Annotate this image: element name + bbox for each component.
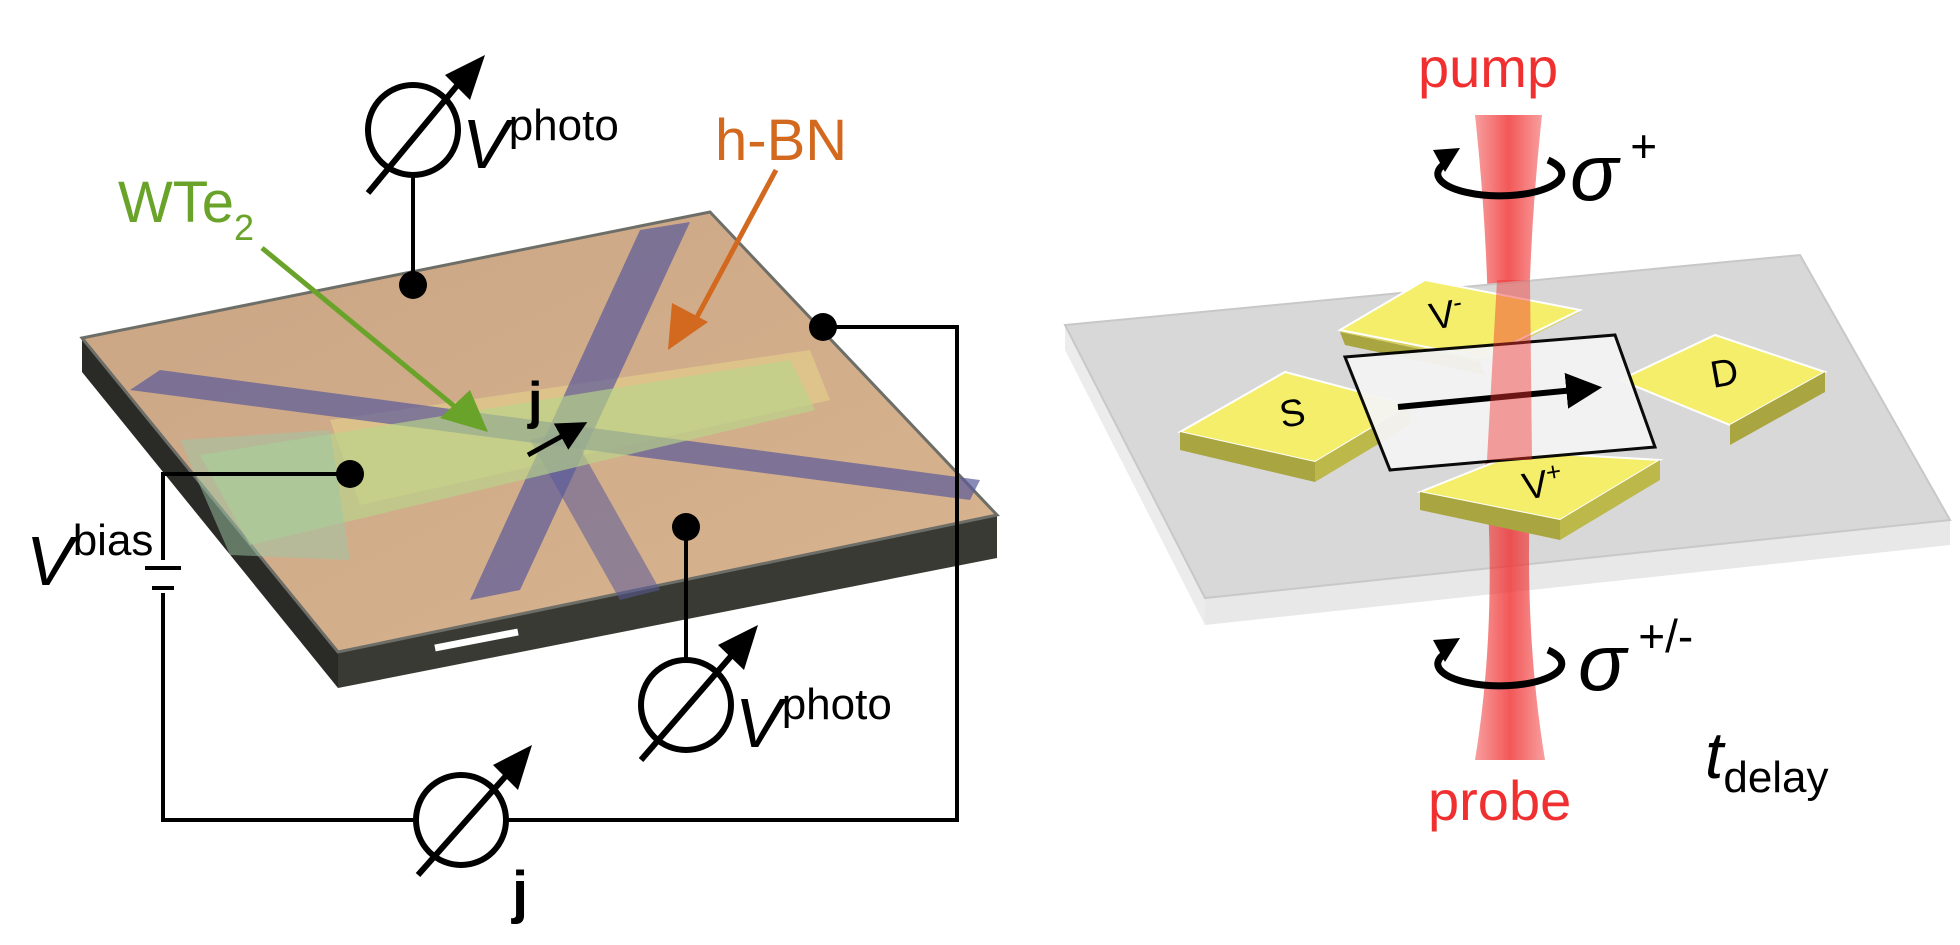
hbn-pointer-arrow [687,168,779,332]
electrode-3 [530,430,660,600]
device-schematic: WTe2 h-BN j Vphoto Vphoto Vbias j [26,55,1000,925]
photo-voltage-bottom-label: Vphoto [735,680,892,762]
chip-side-left [82,338,338,688]
voltmeter-bottom-icon [638,625,758,762]
substrate-side [1065,325,1205,625]
probe-polarization-icon [1433,638,1566,690]
pump-label: pump [1418,36,1558,99]
hbn-arrowhead [668,303,708,350]
contact-dot-right [809,313,837,341]
ammeter-label: j [511,860,528,925]
current-label: j [527,372,542,430]
voltmeter-top-icon [365,55,485,195]
pump-probe-schematic: pump probe σ+ σ+/- tdelay S D V- V+ [1063,36,1952,832]
contact-v-plus-label: V+ [1518,456,1566,509]
ammeter-icon [413,745,532,877]
pump-sigma-label: σ+ [1570,120,1657,217]
pump-polarization-icon [1433,148,1566,200]
bias-voltage-label: Vbias [26,516,153,600]
wte2-label: WTe2 [118,170,254,248]
photo-voltage-top-label: Vphoto [462,101,619,183]
contact-dot-bottom [672,513,700,541]
contact-drain [1617,333,1828,445]
wte2-flake-left [180,430,350,560]
contact-v-plus [1416,450,1664,540]
contact-dot-left [336,460,364,488]
channel-current-arrow [1397,372,1603,410]
probe-label: probe [1428,769,1571,832]
hbn-label: h-BN [715,108,847,173]
delay-label: tdelay [1705,718,1829,802]
scale-bar [434,628,519,652]
beam-overlay [1487,280,1532,460]
substrate-front [1205,520,1950,625]
channel [1342,333,1658,472]
chip-side-front [338,515,997,688]
wire-bias-bottom [161,593,416,822]
probe-sigma-label: σ+/- [1578,610,1693,707]
current-direction-arrow [526,422,588,458]
wte2-arrowhead [440,390,488,432]
wte2-flake [200,360,815,545]
wire-left-loop [161,472,350,560]
contact-dot-top [399,271,427,299]
wte2-pointer-arrow [260,246,467,417]
wire-right-loop [508,325,959,822]
